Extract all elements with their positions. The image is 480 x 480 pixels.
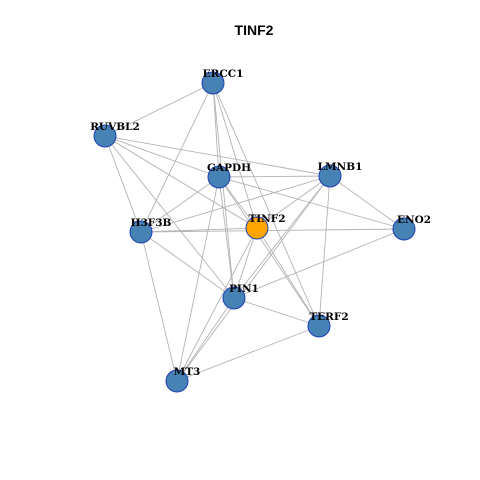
node-circle-gapdh[interactable] (207, 165, 231, 189)
edge-ruvbl2-pin1 (104, 135, 235, 299)
edge-ercc1-pin1 (212, 82, 235, 299)
edge-h3f3b-pin1 (140, 231, 235, 299)
edge-terf2-mt3 (176, 325, 320, 382)
node-tinf2[interactable]: TINF2 (245, 213, 286, 240)
edge-lmnb1-tinf2 (256, 175, 331, 229)
edge-lmnb1-pin1 (233, 175, 331, 299)
edge-ruvbl2-h3f3b (104, 135, 142, 233)
edge-ercc1-tinf2 (212, 82, 258, 229)
edge-gapdh-eno2 (218, 176, 405, 230)
node-label-ruvbl2: RUVBL2 (90, 121, 140, 133)
node-label-pin1: PIN1 (229, 283, 259, 295)
edge-ercc1-ruvbl2 (104, 82, 214, 137)
edge-gapdh-h3f3b (140, 176, 220, 233)
node-circle-pin1[interactable] (222, 286, 246, 310)
node-label-mt3: MT3 (174, 366, 201, 378)
edge-h3f3b-mt3 (140, 231, 178, 382)
edge-pin1-mt3 (176, 297, 235, 382)
node-circle-lmnb1[interactable] (318, 164, 342, 188)
edge-ercc1-terf2 (212, 82, 320, 327)
edge-ruvbl2-lmnb1 (104, 135, 331, 177)
edge-pin1-terf2 (233, 297, 320, 327)
node-circle-ruvbl2[interactable] (93, 124, 117, 148)
edge-gapdh-pin1 (218, 176, 235, 299)
node-terf2[interactable]: TERF2 (307, 311, 349, 338)
edge-ruvbl2-tinf2 (104, 135, 258, 229)
edge-gapdh-lmnb1 (218, 175, 331, 178)
edge-lmnb1-mt3 (176, 175, 331, 382)
node-circle-ercc1[interactable] (201, 71, 225, 95)
edge-tinf2-terf2 (256, 227, 320, 327)
node-pin1[interactable]: PIN1 (222, 283, 259, 310)
edge-lmnb1-h3f3b (140, 175, 331, 233)
node-circle-h3f3b[interactable] (129, 220, 153, 244)
edge-h3f3b-eno2 (140, 228, 405, 233)
node-circle-terf2[interactable] (307, 314, 331, 338)
node-label-terf2: TERF2 (309, 311, 348, 323)
node-label-h3f3b: H3F3B (131, 217, 172, 229)
edge-ercc1-h3f3b (140, 82, 214, 233)
node-label-ercc1: ERCC1 (203, 68, 244, 80)
node-label-lmnb1: LMNB1 (318, 161, 363, 173)
edge-lmnb1-eno2 (329, 175, 405, 230)
node-circle-eno2[interactable] (392, 217, 416, 241)
edge-tinf2-mt3 (176, 227, 258, 382)
node-label-tinf2: TINF2 (248, 213, 285, 225)
edge-gapdh-terf2 (218, 176, 320, 327)
node-circle-tinf2[interactable] (245, 216, 269, 240)
edge-ruvbl2-gapdh (104, 135, 220, 178)
node-label-eno2: ENO2 (397, 214, 431, 226)
edge-lmnb1-terf2 (318, 175, 331, 327)
edge-eno2-pin1 (233, 228, 405, 299)
edge-tinf2-pin1 (233, 227, 258, 299)
node-lmnb1[interactable]: LMNB1 (318, 161, 363, 188)
node-eno2[interactable]: ENO2 (392, 214, 431, 241)
edge-ercc1-gapdh (212, 82, 220, 178)
node-ruvbl2[interactable]: RUVBL2 (90, 121, 140, 148)
node-mt3[interactable]: MT3 (165, 366, 201, 393)
node-ercc1[interactable]: ERCC1 (201, 68, 244, 95)
node-label-gapdh: GAPDH (207, 162, 251, 174)
node-h3f3b[interactable]: H3F3B (129, 217, 172, 244)
graph-title: TINF2 (235, 22, 274, 38)
node-circle-mt3[interactable] (165, 369, 189, 393)
node-gapdh[interactable]: GAPDH (207, 162, 251, 189)
